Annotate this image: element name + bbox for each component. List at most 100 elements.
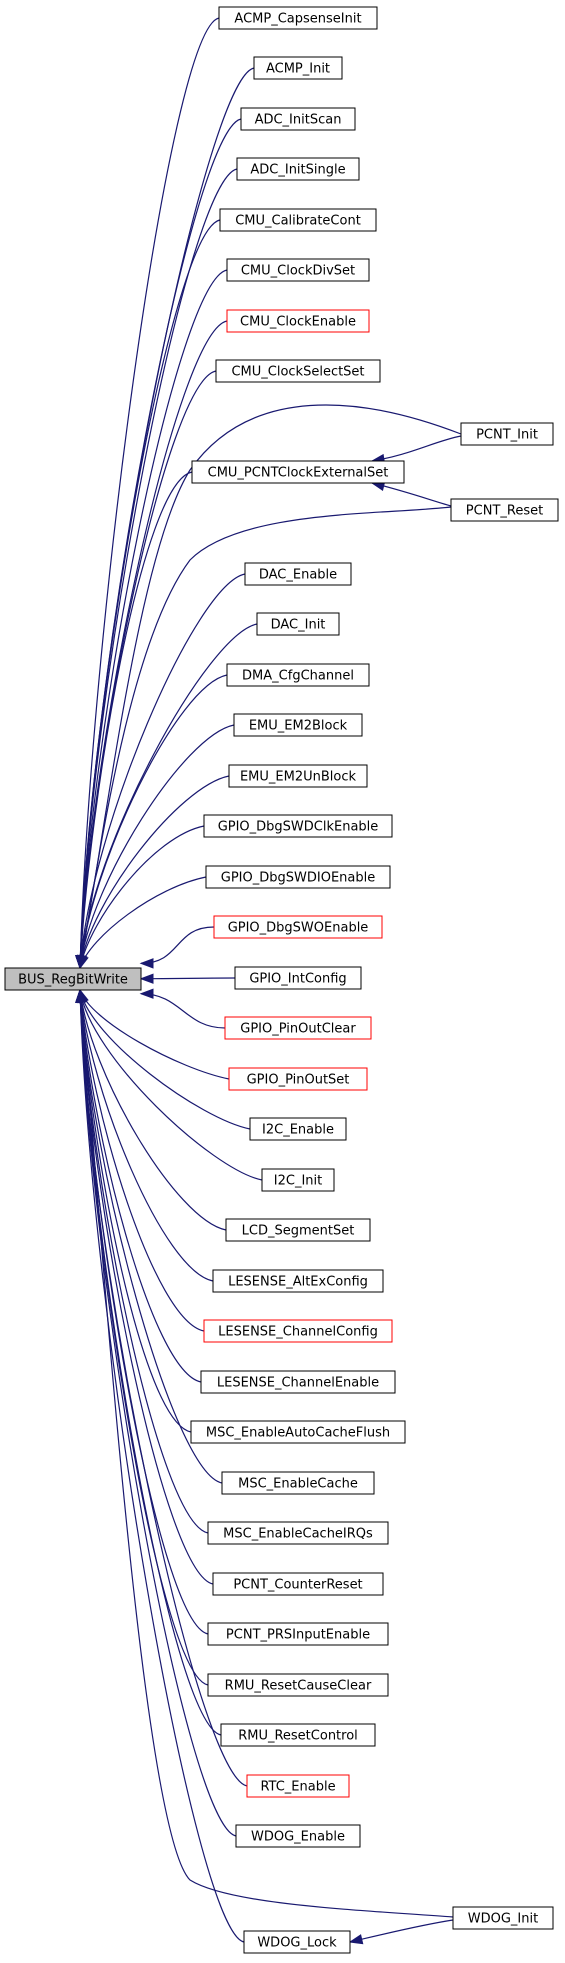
node-box-pcnt_reset[interactable] — [450, 498, 559, 522]
edge-cmu_pcntclockext-to-root — [79, 471, 193, 969]
node-box-dac_enable[interactable] — [244, 562, 352, 586]
node-cmu_calibratecont[interactable]: CMU_CalibrateCont — [219, 208, 377, 232]
node-msc_cacheirqs[interactable]: MSC_EnableCacheIRQs — [207, 1521, 389, 1545]
node-box-gpio_pinoutset[interactable] — [228, 1067, 368, 1091]
node-emu_em2unblock[interactable]: EMU_EM2UnBlock — [228, 764, 368, 788]
node-label-gpio_dbgswo: GPIO_DbgSWOEnable — [228, 921, 369, 936]
node-box-emu_em2block[interactable] — [233, 713, 363, 737]
edge-wdog_lock-to-root-arrowhead — [75, 988, 86, 1003]
edge-gpio_pinoutclear-to-root-arrowhead — [139, 988, 154, 999]
node-box-lcd_segmentset[interactable] — [225, 1218, 371, 1242]
node-pcnt_prsinput[interactable]: PCNT_PRSInputEnable — [207, 1622, 389, 1646]
node-box-gpio_pinoutclear[interactable] — [224, 1016, 372, 1040]
node-pcnt_counterreset[interactable]: PCNT_CounterReset — [212, 1572, 384, 1596]
node-label-cmu_clockenable: CMU_ClockEnable — [240, 315, 356, 330]
node-pcnt_reset[interactable]: PCNT_Reset — [450, 498, 559, 522]
edge-emu_em2block-to-root — [79, 724, 235, 969]
node-box-i2c_init[interactable] — [261, 1168, 335, 1192]
node-label-i2c_enable: I2C_Enable — [262, 1123, 334, 1138]
node-i2c_init[interactable]: I2C_Init — [261, 1168, 335, 1192]
node-box-adc_initscan[interactable] — [240, 107, 356, 131]
node-gpio_dbgswo[interactable]: GPIO_DbgSWOEnable — [213, 915, 383, 939]
edge-gpio_pinoutclear-to-root — [140, 993, 226, 1029]
node-acmp_capsense[interactable]: ACMP_CapsenseInit — [218, 6, 378, 30]
node-label-msc_cacheirqs: MSC_EnableCacheIRQs — [223, 1527, 373, 1542]
node-box-lesense_channelenable[interactable] — [200, 1370, 396, 1394]
node-emu_em2block[interactable]: EMU_EM2Block — [233, 713, 363, 737]
node-box-adc_initsingle[interactable] — [236, 157, 360, 181]
node-box-lesense_channelconfig[interactable] — [203, 1319, 393, 1343]
node-gpio_intconfig[interactable]: GPIO_IntConfig — [234, 966, 362, 990]
node-box-wdog_enable[interactable] — [235, 1824, 361, 1848]
node-box-pcnt_init[interactable] — [460, 422, 554, 446]
node-label-pcnt_counterreset: PCNT_CounterReset — [233, 1578, 362, 1593]
node-box-pcnt_counterreset[interactable] — [212, 1572, 384, 1596]
node-msc_autocacheflush[interactable]: MSC_EnableAutoCacheFlush — [190, 1420, 406, 1444]
node-wdog_enable[interactable]: WDOG_Enable — [235, 1824, 361, 1848]
node-box-pcnt_prsinput[interactable] — [207, 1622, 389, 1646]
edge-lesense_channelenable-to-root — [79, 989, 202, 1383]
node-box-wdog_lock[interactable] — [243, 1930, 351, 1954]
node-cmu_clockenable[interactable]: CMU_ClockEnable — [226, 309, 370, 333]
node-dac_init[interactable]: DAC_Init — [256, 612, 340, 636]
node-lcd_segmentset[interactable]: LCD_SegmentSet — [225, 1218, 371, 1242]
node-msc_enablecache[interactable]: MSC_EnableCache — [221, 1471, 375, 1495]
node-box-cmu_clockdivset[interactable] — [226, 258, 370, 282]
edge-gpio_dbgswo-to-root-arrowhead — [139, 958, 154, 969]
node-box-cmu_clockselectset[interactable] — [215, 359, 381, 383]
node-rmu_resetcontrol[interactable]: RMU_ResetControl — [220, 1723, 376, 1747]
node-box-msc_enablecache[interactable] — [221, 1471, 375, 1495]
node-label-wdog_enable: WDOG_Enable — [251, 1830, 345, 1845]
node-lesense_channelenable[interactable]: LESENSE_ChannelEnable — [200, 1370, 396, 1394]
node-acmp_init[interactable]: ACMP_Init — [253, 56, 343, 80]
node-label-dma_cfgchannel: DMA_CfgChannel — [242, 669, 354, 684]
node-box-gpio_dbgswdclk[interactable] — [203, 814, 393, 838]
node-box-cmu_clockenable[interactable] — [226, 309, 370, 333]
node-box-lesense_altexconfig[interactable] — [212, 1269, 384, 1293]
node-box-gpio_dbgswo[interactable] — [213, 915, 383, 939]
node-box-acmp_init[interactable] — [253, 56, 343, 80]
node-lesense_altexconfig[interactable]: LESENSE_AltExConfig — [212, 1269, 384, 1293]
node-wdog_init[interactable]: WDOG_Init — [452, 1906, 554, 1930]
node-adc_initscan[interactable]: ADC_InitScan — [240, 107, 356, 131]
node-box-msc_autocacheflush[interactable] — [190, 1420, 406, 1444]
node-rmu_resetcauseclear[interactable]: RMU_ResetCauseClear — [207, 1673, 389, 1697]
node-cmu_clockdivset[interactable]: CMU_ClockDivSet — [226, 258, 370, 282]
node-wdog_lock[interactable]: WDOG_Lock — [243, 1930, 351, 1954]
node-cmu_clockselectset[interactable]: CMU_ClockSelectSet — [215, 359, 381, 383]
node-dma_cfgchannel[interactable]: DMA_CfgChannel — [226, 663, 370, 687]
node-gpio_dbgswdclk[interactable]: GPIO_DbgSWDClkEnable — [203, 814, 393, 838]
node-box-emu_em2unblock[interactable] — [228, 764, 368, 788]
node-box-rmu_resetcauseclear[interactable] — [207, 1673, 389, 1697]
edge-lesense_channelconfig-to-root — [79, 989, 205, 1332]
node-box-gpio_dbgswdio[interactable] — [205, 865, 391, 889]
node-box-rmu_resetcontrol[interactable] — [220, 1723, 376, 1747]
node-box-i2c_enable[interactable] — [249, 1117, 347, 1141]
node-label-gpio_dbgswdclk: GPIO_DbgSWDClkEnable — [218, 820, 379, 835]
node-dac_enable[interactable]: DAC_Enable — [244, 562, 352, 586]
edge-rtc_enable-to-root — [79, 989, 248, 1787]
root-node-label: BUS_RegBitWrite — [18, 973, 128, 988]
node-rtc_enable[interactable]: RTC_Enable — [246, 1774, 350, 1798]
node-gpio_dbgswdio[interactable]: GPIO_DbgSWDIOEnable — [205, 865, 391, 889]
node-adc_initsingle[interactable]: ADC_InitSingle — [236, 157, 360, 181]
node-box-msc_cacheirqs[interactable] — [207, 1521, 389, 1545]
node-box-dac_init[interactable] — [256, 612, 340, 636]
node-cmu_pcntclockext[interactable]: CMU_PCNTClockExternalSet — [191, 460, 405, 484]
node-box-wdog_init[interactable] — [452, 1906, 554, 1930]
root-node-box — [4, 967, 142, 991]
node-gpio_pinoutclear[interactable]: GPIO_PinOutClear — [224, 1016, 372, 1040]
node-box-cmu_pcntclockext[interactable] — [191, 460, 405, 484]
node-lesense_channelconfig[interactable]: LESENSE_ChannelConfig — [203, 1319, 393, 1343]
node-box-cmu_calibratecont[interactable] — [219, 208, 377, 232]
node-box-rtc_enable[interactable] — [246, 1774, 350, 1798]
node-box-gpio_intconfig[interactable] — [234, 966, 362, 990]
node-label-lesense_altexconfig: LESENSE_AltExConfig — [228, 1275, 368, 1290]
node-gpio_pinoutset[interactable]: GPIO_PinOutSet — [228, 1067, 368, 1091]
node-label-gpio_pinoutset: GPIO_PinOutSet — [247, 1073, 350, 1088]
node-box-dma_cfgchannel[interactable] — [226, 663, 370, 687]
node-box-acmp_capsense[interactable] — [218, 6, 378, 30]
node-i2c_enable[interactable]: I2C_Enable — [249, 1117, 347, 1141]
node-pcnt_init[interactable]: PCNT_Init — [460, 422, 554, 446]
node-label-pcnt_reset: PCNT_Reset — [466, 504, 543, 519]
